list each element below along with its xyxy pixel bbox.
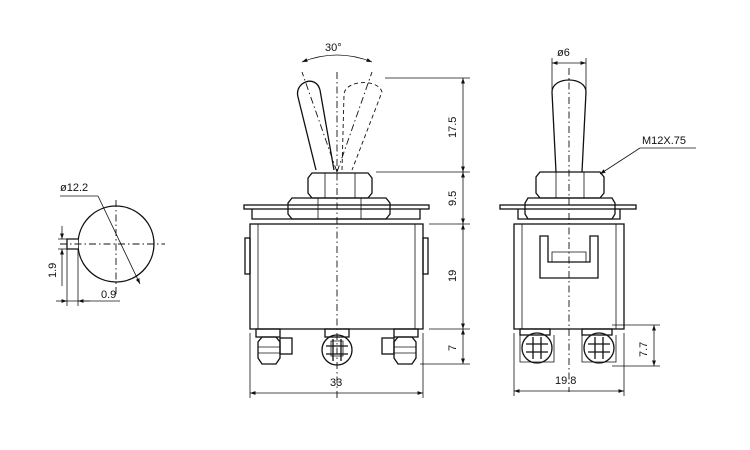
- key-width-label: 0.9: [101, 289, 116, 301]
- front-lug-right: [422, 237, 429, 275]
- side-view: ø6 M12X.75 19.8 7.7: [499, 47, 696, 396]
- front-terminal-center-base: [324, 328, 350, 338]
- front-terminal-left-screw: [257, 336, 281, 365]
- front-lever-axis-2: [336, 71, 373, 173]
- front-terminal-left: [255, 328, 293, 365]
- side-upper-nut: [535, 171, 605, 199]
- side-bracket: [539, 235, 599, 279]
- front-terminal-left-base: [255, 328, 281, 338]
- side-terminal-left-head: [521, 332, 553, 364]
- front-body: [249, 223, 424, 330]
- side-terminal-left: [519, 328, 555, 364]
- side-width-label: 19.8: [555, 375, 576, 387]
- front-mount-plate: [243, 204, 430, 210]
- thread-leader: [599, 147, 641, 175]
- terminal-height-label: 7: [447, 345, 459, 351]
- angle-arc: [301, 54, 373, 63]
- thread-label: M12X.75: [642, 135, 686, 147]
- side-terminal-left-cross: [526, 337, 548, 359]
- front-terminal-right-screw: [393, 336, 417, 365]
- front-mount-frame: [251, 209, 421, 220]
- front-terminal-center-cross: [326, 339, 348, 361]
- lever-height-label: 17.5: [447, 117, 459, 138]
- side-lower-nut: [524, 197, 616, 220]
- front-view: 30° 33: [243, 42, 430, 400]
- angle-label: 30°: [325, 42, 342, 54]
- front-terminal-right: [381, 328, 419, 365]
- side-terminal-right-head: [583, 332, 615, 364]
- front-terminal-center-slot: [330, 340, 344, 357]
- washer-diameter-label: ø12.2: [60, 182, 88, 194]
- side-terminal-right-base: [581, 328, 613, 336]
- front-lever-alt: [341, 82, 383, 171]
- side-terminal-left-frame: [519, 335, 555, 363]
- front-lever: [296, 80, 335, 171]
- stem-diameter-label: ø6: [557, 47, 570, 59]
- washer-view: ø12.2 1.9 0.9: [47, 182, 165, 306]
- side-terminal-right: [581, 328, 617, 364]
- side-terminal-left-base: [519, 328, 551, 336]
- front-lug-left: [244, 237, 251, 275]
- height-dimensions: 17.5 9.5 19 7: [376, 77, 470, 365]
- front-terminal-center-head: [321, 334, 353, 366]
- side-terminal-height-label: 7.7: [638, 342, 650, 357]
- front-lower-nut: [287, 197, 391, 220]
- nut-height-label: 9.5: [447, 191, 459, 206]
- front-lever-axis-1: [301, 71, 338, 173]
- front-terminal-left-tab: [279, 337, 293, 355]
- front-upper-nut: [307, 172, 373, 199]
- front-terminal-right-base: [393, 328, 419, 338]
- side-terminal-right-frame: [581, 335, 617, 363]
- washer-diameter-line: [97, 195, 141, 285]
- body-height-label: 19: [447, 270, 459, 282]
- front-terminal-right-tab: [381, 337, 395, 355]
- front-terminal-center: [321, 328, 353, 366]
- key-height-label: 1.9: [47, 263, 59, 278]
- width-label: 33: [330, 377, 342, 389]
- side-terminal-right-cross: [588, 337, 610, 359]
